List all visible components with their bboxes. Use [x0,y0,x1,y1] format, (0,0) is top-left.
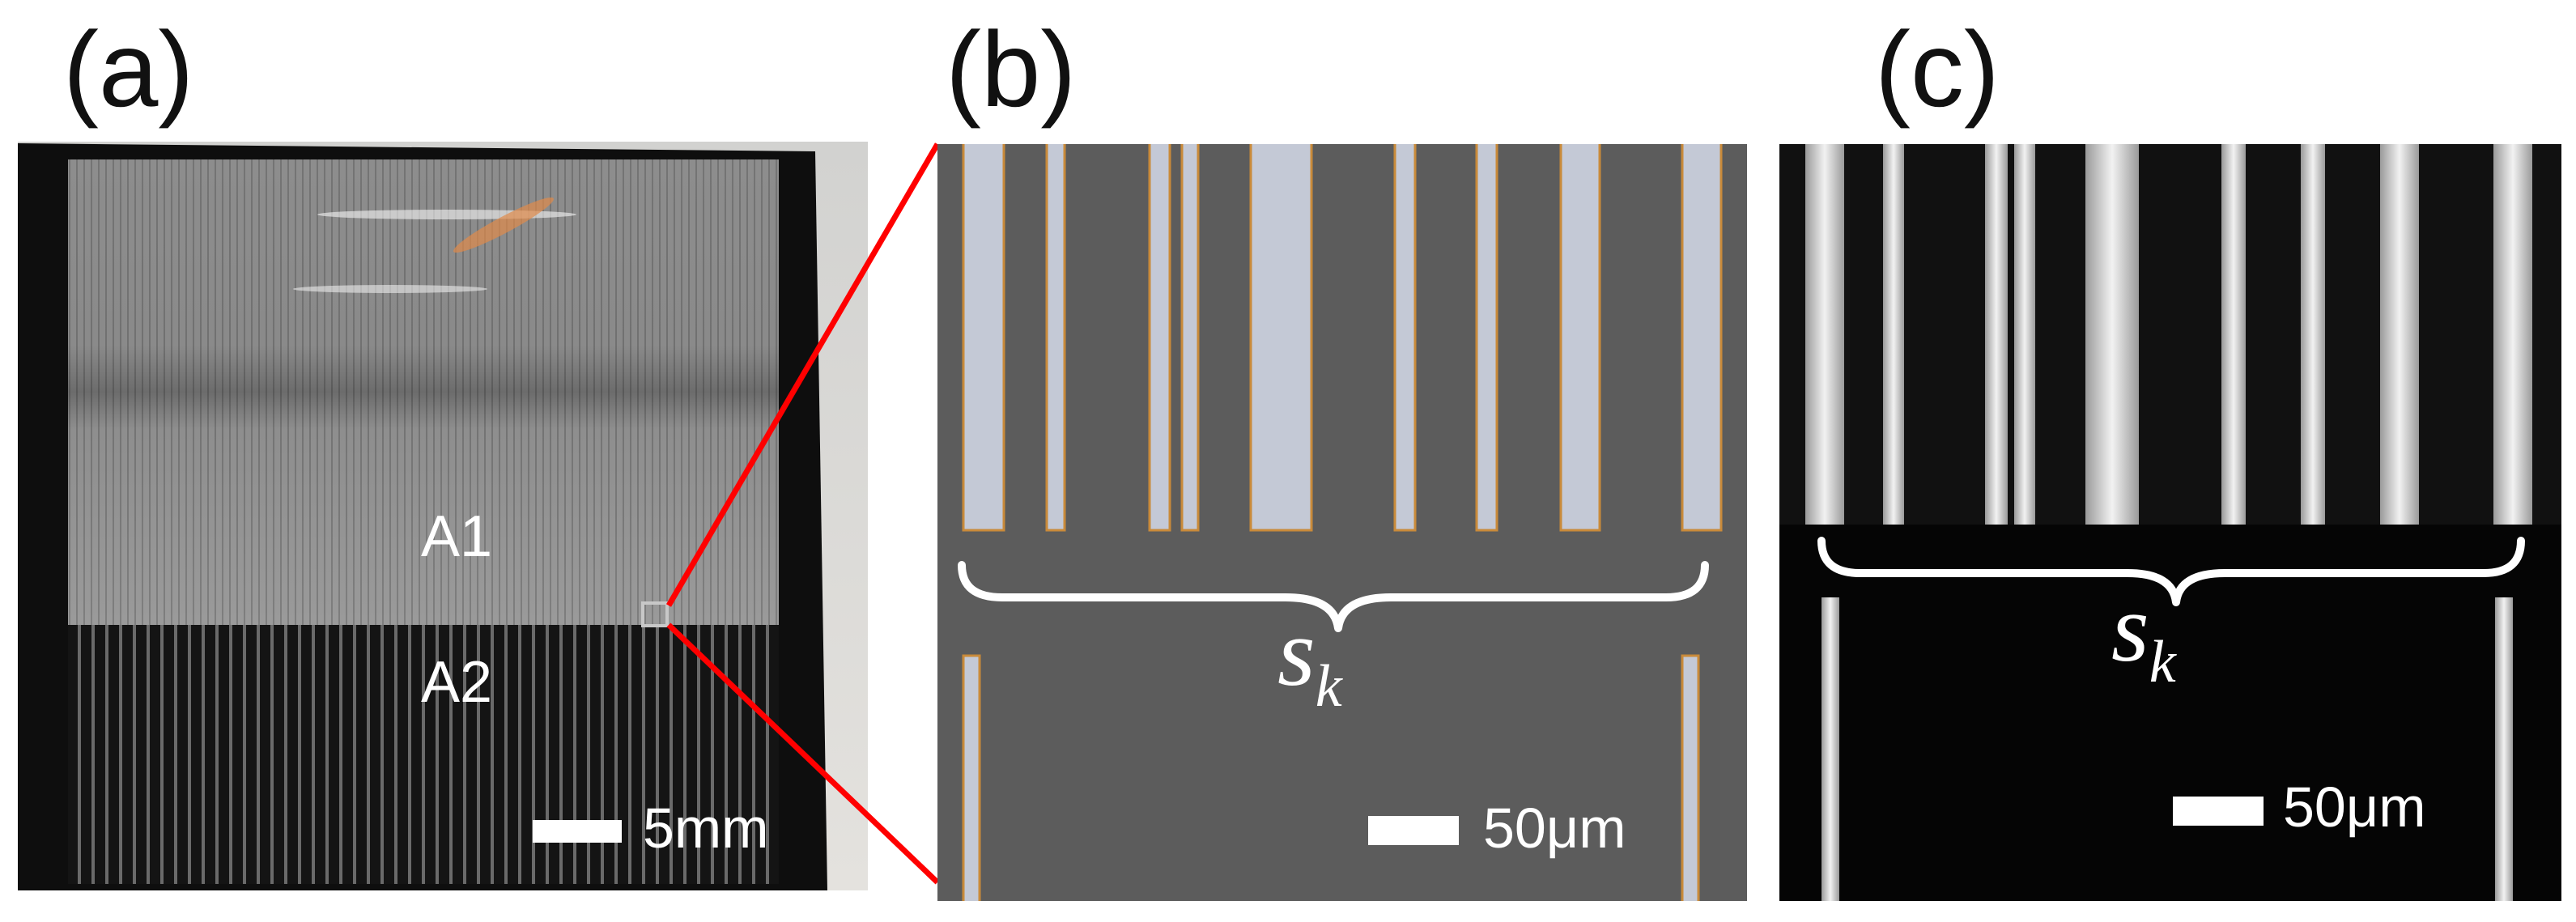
scale-bar-c [2173,797,2264,826]
design-slits [937,144,1747,901]
slit [1821,597,1839,901]
slit [1180,144,1200,532]
brace-label-c: sk [2111,574,2176,696]
slit [1148,144,1171,532]
scale-bar-a [533,820,622,843]
panel-label-c: (c) [1875,10,2000,129]
slit [1681,654,1700,901]
panel-label-a: (a) [63,10,194,129]
region-label-a2: A2 [421,650,493,715]
slit [1475,144,1498,532]
slit [2301,144,2325,525]
region-label-a1: A1 [421,504,493,569]
slit [2085,144,2139,525]
slit [1393,144,1417,532]
scale-label-a: 5mm [643,797,769,860]
zoom-connector-top [665,142,941,607]
design-layout: sk 50μm [937,144,1747,901]
micrograph-graphic [1779,144,2561,901]
slit [962,144,1005,532]
micrograph: sk 50μm [1779,144,2561,901]
brace-c [1817,537,2525,606]
mask-photo-graphic [18,142,868,890]
slit [962,654,981,901]
slit [1249,144,1313,532]
scale-bar-b [1368,816,1459,845]
slit [1045,144,1066,532]
scale-label-b: 50μm [1483,797,1626,860]
slit [2380,144,2419,525]
slit [1559,144,1601,532]
slit [1985,144,2008,525]
slit [2221,144,2246,525]
slit [2495,597,2513,901]
slit [2493,144,2532,525]
mask-photo: A1 A2 5mm [18,142,868,890]
slit [1805,144,1844,525]
panel-label-b: (b) [946,10,1077,129]
brace-label-b: sk [1277,598,1342,720]
slit [1681,144,1723,532]
slit [2014,144,2035,525]
slit [1883,144,1904,525]
zoom-connector-bottom [666,622,940,885]
brace-b [958,561,1709,632]
scale-label-c: 50μm [2283,775,2426,839]
